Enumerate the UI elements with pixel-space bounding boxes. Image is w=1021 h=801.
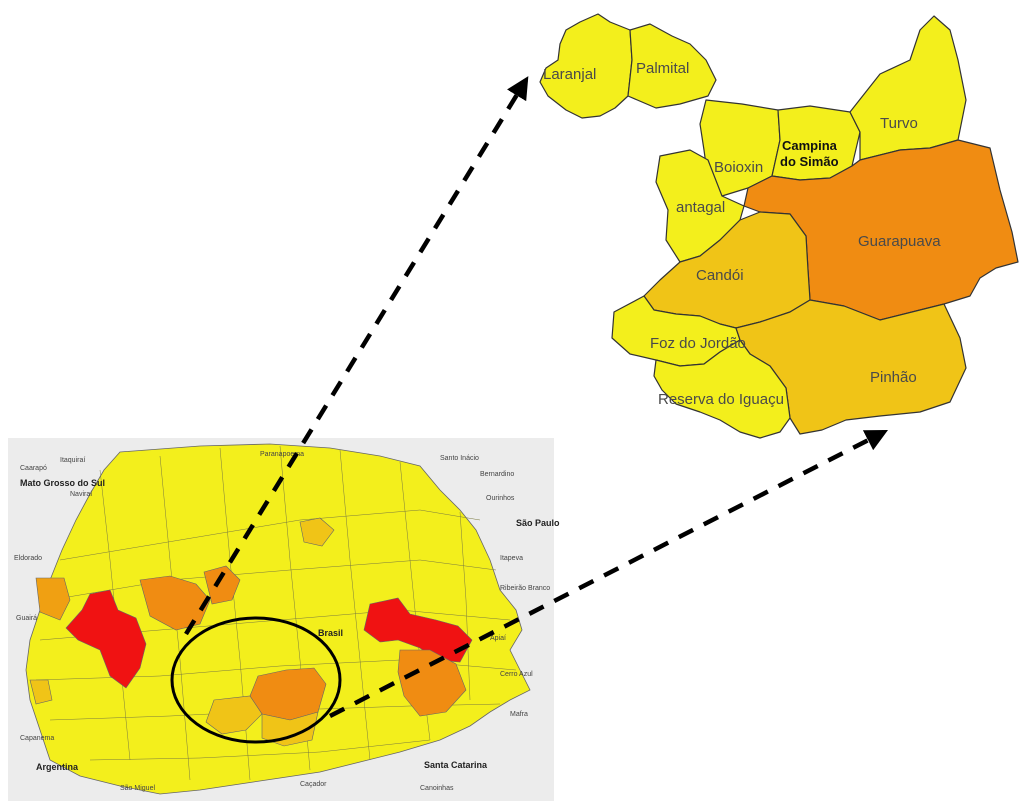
- svg-text:Mafra: Mafra: [510, 711, 528, 718]
- label-argentina: Argentina: [36, 762, 79, 772]
- svg-text:Ribeirão Branco: Ribeirão Branco: [500, 585, 550, 592]
- label-sao-paulo: São Paulo: [516, 518, 560, 528]
- label-pinhao: Pinhão: [870, 369, 917, 386]
- zoom-region-map: [539, 13, 1019, 439]
- label-santa-catarina: Santa Catarina: [424, 760, 488, 770]
- label-boioxin: Boioxin: [714, 159, 763, 176]
- label-foz-do-jordao: Foz do Jordão: [650, 335, 746, 352]
- svg-text:Caarapó: Caarapó: [20, 465, 47, 472]
- region-west-orange-2: [139, 575, 211, 631]
- svg-text:Itapeva: Itapeva: [500, 555, 523, 562]
- region-candoi-state: [205, 695, 263, 735]
- svg-text:Ourinhos: Ourinhos: [486, 495, 515, 502]
- svg-text:Itaquiraí: Itaquiraí: [60, 457, 85, 464]
- label-palmital: Palmital: [636, 60, 689, 77]
- svg-text:Eldorado: Eldorado: [14, 555, 42, 562]
- svg-text:Canoinhas: Canoinhas: [420, 785, 454, 792]
- label-brasil: Brasil: [318, 628, 343, 638]
- municipality-laranjal: [539, 13, 633, 119]
- svg-text:Capanema: Capanema: [20, 735, 54, 742]
- label-turvo: Turvo: [880, 115, 918, 132]
- highlight-ellipse: [170, 616, 342, 744]
- region-center-orange: [203, 565, 241, 605]
- label-do-simao: do Simão: [780, 154, 839, 169]
- svg-text:Naviraí: Naviraí: [70, 491, 92, 498]
- svg-text:Apiaí: Apiaí: [490, 635, 506, 642]
- zoom-arrows: [184, 76, 889, 719]
- arrow-to-pinhao: [328, 429, 889, 719]
- municipality-palmital: [627, 23, 717, 109]
- svg-text:Paranapoema: Paranapoema: [260, 451, 304, 458]
- region-west-orange: [35, 577, 71, 621]
- region-east-orange: [397, 649, 467, 717]
- arrow-to-laranjal: [184, 76, 529, 636]
- label-guarapuava: Guarapuava: [858, 233, 941, 250]
- municipality-reserva-do-iguacu: [653, 339, 791, 439]
- label-laranjal: Laranjal: [543, 66, 596, 83]
- zoom-labels: Laranjal Palmital Turvo Campina do Simão…: [543, 60, 941, 408]
- svg-text:Santo Inácio: Santo Inácio: [440, 455, 479, 462]
- svg-text:Cerro Azul: Cerro Azul: [500, 671, 533, 678]
- label-reserva-do-iguacu: Reserva do Iguaçu: [658, 391, 784, 408]
- region-north-orange: [299, 517, 335, 547]
- label-campina: Campina: [782, 138, 838, 153]
- municipality-turvo: [849, 15, 967, 161]
- region-south-orange: [29, 679, 53, 705]
- region-guarapuava-state: [249, 667, 327, 721]
- region-pinhao-state: [261, 711, 319, 747]
- state-map: Caarapó Itaquiraí Naviraí Paranapoema Sa…: [8, 438, 560, 801]
- region-east-red: [363, 597, 473, 663]
- region-west-red: [65, 589, 147, 689]
- label-cantagalo: antagal: [676, 199, 725, 216]
- label-candoi: Candói: [696, 267, 744, 284]
- svg-text:Guairá: Guairá: [16, 615, 37, 622]
- label-mato-grosso: Mato Grosso do Sul: [20, 478, 105, 488]
- svg-text:São Miguel: São Miguel: [120, 785, 155, 792]
- svg-text:Caçador: Caçador: [300, 781, 327, 788]
- svg-text:Bernardino: Bernardino: [480, 471, 514, 478]
- state-small-labels: Caarapó Itaquiraí Naviraí Paranapoema Sa…: [14, 451, 550, 792]
